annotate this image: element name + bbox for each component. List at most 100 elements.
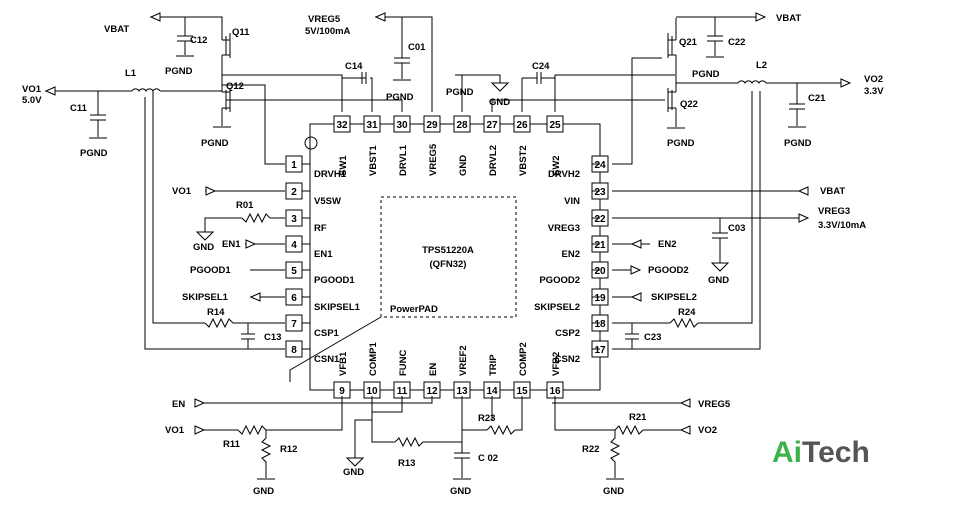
resistor-r23 bbox=[486, 424, 516, 436]
gnd-c03 bbox=[710, 262, 730, 272]
resistor-r22 bbox=[609, 430, 621, 478]
pins-top: 32SW131VBST130DRVL129VREG528GND27DRVL226… bbox=[333, 115, 564, 176]
arrow-vbat-left bbox=[149, 12, 161, 22]
pin-number-12: 12 bbox=[426, 386, 438, 397]
pin-number-14: 14 bbox=[486, 386, 498, 397]
gnd-28 bbox=[490, 82, 510, 92]
label-c12: C12 bbox=[190, 35, 207, 46]
pin-number-2: 2 bbox=[291, 187, 297, 198]
pin-name-vreg5: VREG5 bbox=[428, 143, 439, 176]
pin-number-13: 13 bbox=[456, 386, 468, 397]
mosfet-q21 bbox=[667, 18, 677, 75]
pin-name-vbst1: VBST1 bbox=[368, 145, 379, 176]
resistor-r12 bbox=[260, 430, 272, 478]
pin-number-7: 7 bbox=[291, 319, 297, 330]
pgnd-q22-label: PGND bbox=[667, 138, 695, 149]
pin-number-25: 25 bbox=[549, 120, 561, 131]
pin-number-30: 30 bbox=[396, 120, 408, 131]
pin-number-17: 17 bbox=[594, 345, 606, 356]
net-skipsel1: SKIPSEL1 bbox=[182, 292, 229, 303]
wire-en bbox=[195, 396, 433, 404]
net-vbat-left: VBAT bbox=[104, 24, 129, 35]
pin-number-18: 18 bbox=[594, 319, 606, 330]
wire-vfb2 bbox=[554, 396, 615, 431]
arrow-skipsel1 bbox=[249, 292, 261, 302]
net-vbat-right: VBAT bbox=[776, 13, 801, 24]
pin-number-27: 27 bbox=[486, 120, 498, 131]
pin-name-vref2: VREF2 bbox=[458, 345, 469, 376]
arrow-vo2-out bbox=[840, 78, 852, 88]
resistor-r11 bbox=[237, 424, 267, 436]
net-vo2-r21: VO2 bbox=[698, 425, 717, 436]
pin-name-vbst2: VBST2 bbox=[518, 145, 529, 176]
arrow-vbat-vin bbox=[797, 186, 809, 196]
pin-number-22: 22 bbox=[594, 214, 606, 225]
net-vreg5: VREG5 bbox=[308, 14, 341, 25]
mosfet-q11 bbox=[221, 33, 231, 86]
gnd-r22-label: GND bbox=[603, 486, 624, 497]
pin-number-21: 21 bbox=[594, 240, 606, 251]
pin-number-8: 8 bbox=[291, 345, 297, 356]
net-vreg5-bottom: VREG5 bbox=[698, 399, 731, 410]
pgnd-c22-label: PGND bbox=[692, 69, 720, 80]
pin-name-pgood2: PGOOD2 bbox=[539, 275, 580, 286]
pin-name-csp2: CSP2 bbox=[555, 328, 580, 339]
inductor-l2 bbox=[737, 80, 767, 85]
label-c23: C23 bbox=[644, 332, 661, 343]
wire-r14-l1 bbox=[152, 91, 205, 324]
wire-r13 bbox=[371, 420, 395, 443]
arrow-vo2-r21 bbox=[679, 425, 691, 435]
label-c21: C21 bbox=[808, 93, 826, 104]
pin-number-5: 5 bbox=[291, 266, 297, 277]
pin-number-9: 9 bbox=[339, 386, 345, 397]
logo-text: AiTech bbox=[772, 436, 870, 469]
pin-number-20: 20 bbox=[594, 266, 606, 277]
pin-name-csn1: CSN1 bbox=[314, 354, 340, 365]
arrow-en1 bbox=[245, 239, 257, 249]
pin-name-func: FUNC bbox=[398, 349, 409, 376]
label-c24: C24 bbox=[532, 61, 550, 72]
pin-number-3: 3 bbox=[291, 214, 297, 225]
pin-name-drvh1: DRVH1 bbox=[314, 169, 347, 180]
wire-comp1-gnd bbox=[354, 396, 373, 458]
net-vo2-voltage: 3.3V bbox=[864, 86, 884, 97]
pin-number-19: 19 bbox=[594, 293, 606, 304]
pin-name-comp1: COMP1 bbox=[368, 342, 379, 377]
pgnd-q12-label: PGND bbox=[201, 138, 229, 149]
net-en: EN bbox=[172, 399, 185, 410]
pin-name-csp1: CSP1 bbox=[314, 328, 340, 339]
resistor-r01 bbox=[241, 212, 271, 224]
pins-left: 1DRVH12V5SW3RF4EN15PGOOD16SKIPSEL17CSP18… bbox=[285, 155, 361, 365]
net-en2: EN2 bbox=[658, 239, 676, 250]
pin-name-gnd: GND bbox=[458, 155, 469, 176]
wire-vbst1 bbox=[370, 77, 373, 112]
arrow-vbat-right bbox=[755, 12, 767, 22]
net-vo1-left: VO1 bbox=[172, 186, 192, 197]
pin-number-31: 31 bbox=[366, 120, 378, 131]
pin-name-trip: TRIP bbox=[488, 354, 499, 376]
pin-number-11: 11 bbox=[397, 386, 408, 397]
pin-name-skipsel1: SKIPSEL1 bbox=[314, 302, 361, 313]
net-en1: EN1 bbox=[222, 239, 241, 250]
pin-name-pgood1: PGOOD1 bbox=[314, 275, 355, 286]
pin1-marker bbox=[304, 136, 318, 150]
gnd-r01-label: GND bbox=[193, 242, 214, 253]
pgnd-c21-label: PGND bbox=[784, 138, 812, 149]
label-c14: C14 bbox=[345, 61, 363, 72]
wire-drvl2 bbox=[491, 99, 665, 112]
label-r12: R12 bbox=[280, 444, 297, 455]
net-vreg3-spec: 3.3V/10mA bbox=[818, 220, 866, 231]
pin-name-v5sw: V5SW bbox=[314, 196, 341, 207]
resistor-r14 bbox=[204, 317, 234, 329]
label-q22: Q22 bbox=[680, 99, 698, 110]
arrow-vo1-r11 bbox=[194, 425, 206, 435]
pin-box-28 bbox=[453, 115, 471, 133]
net-vreg5-spec: 5V/100mA bbox=[305, 26, 351, 37]
powerpad-label: PowerPAD bbox=[390, 304, 438, 315]
resistor-r24 bbox=[669, 317, 699, 329]
arrow-pgood2 bbox=[630, 265, 642, 275]
label-l1: L1 bbox=[125, 68, 137, 79]
logo-ai: Ai bbox=[772, 436, 802, 469]
pin-name-sw1: SW1 bbox=[338, 155, 349, 176]
